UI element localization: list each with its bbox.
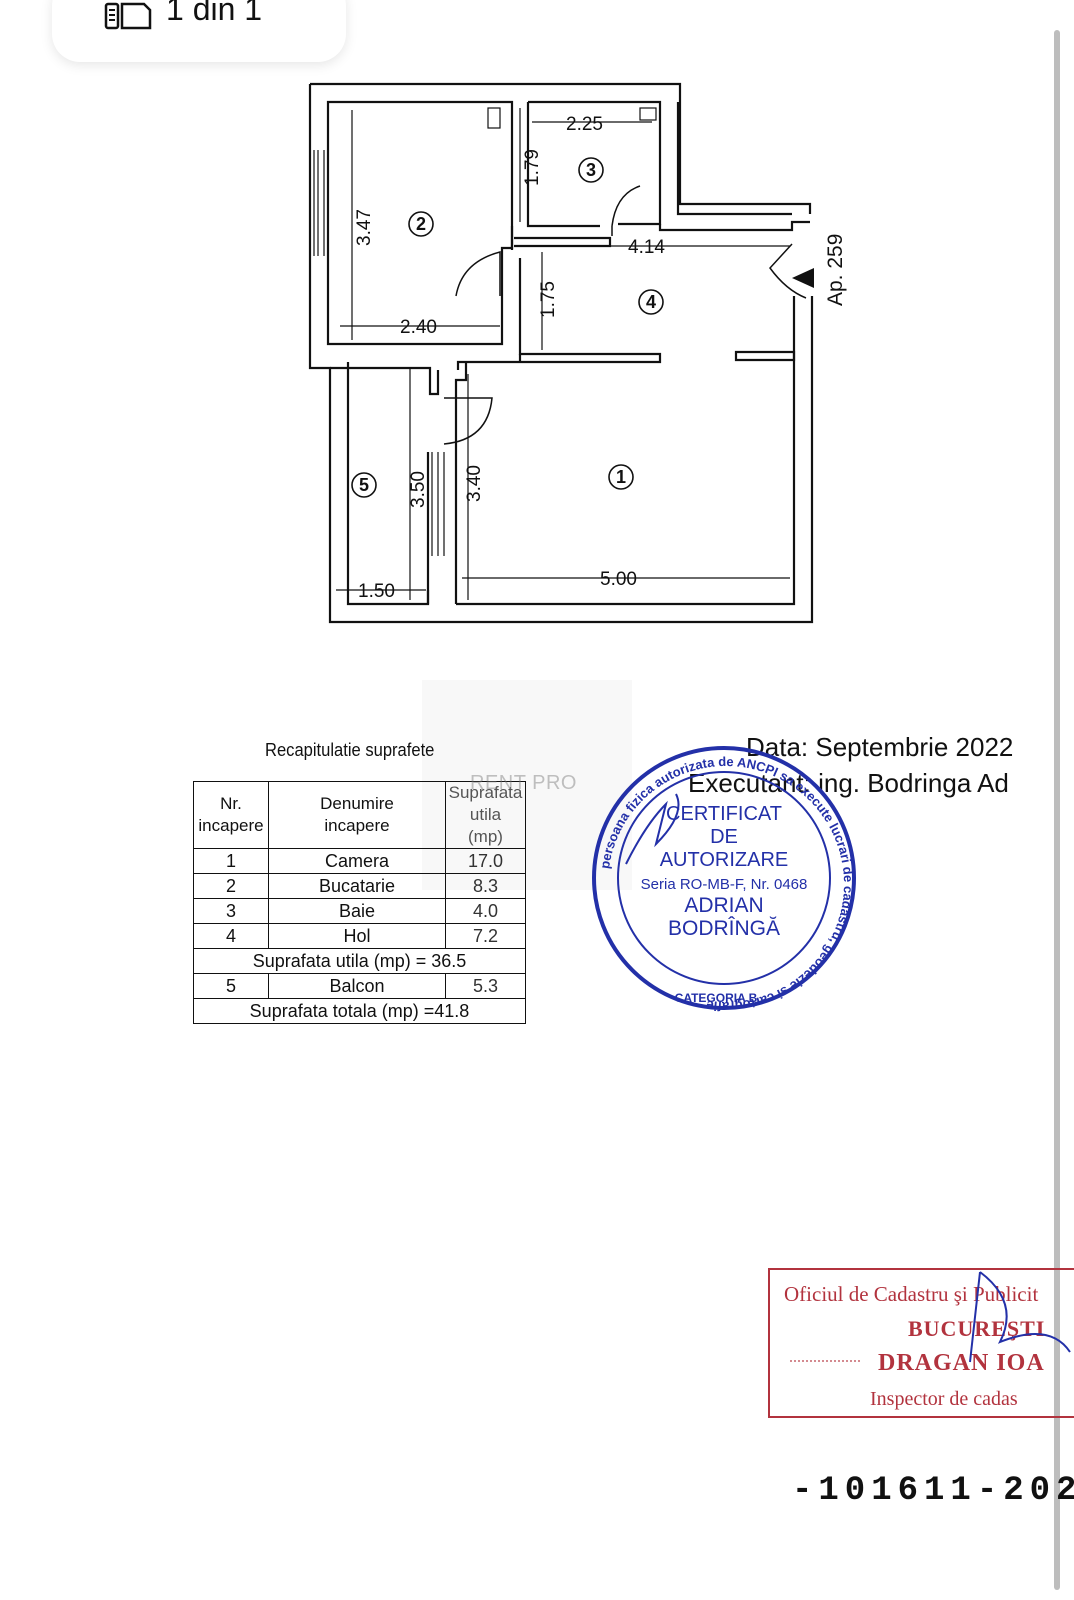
- header-name: Denumire incapere: [268, 781, 446, 849]
- cadastre-office-stamp: Oficiul de Cadastru şi Publicit BUCUREŞT…: [768, 1268, 1074, 1418]
- dim-3-40: 3.40: [464, 465, 485, 502]
- table-row: 5 Balcon 5.3: [193, 973, 526, 999]
- wall-bath-inner: [528, 100, 662, 226]
- table-row: 4 Hol 7.2: [193, 923, 526, 949]
- document-icon: [104, 2, 152, 30]
- room-number-1: 1: [616, 467, 626, 487]
- window-room: [431, 452, 445, 556]
- table-row: 3 Baie 4.0: [193, 898, 526, 924]
- table-row: 1 Camera 17.0: [193, 848, 526, 874]
- table-total-row: Suprafata totala (mp) =41.8: [193, 998, 526, 1024]
- stamp-line-serie: Seria RO-MB-F, Nr. 0468: [641, 876, 808, 893]
- page-indicator-text: 1 din 1: [166, 0, 263, 27]
- date-line: Data: Septembrie 2022: [746, 732, 1014, 762]
- floor-plan: 2.25 1.79 3.47 4.14 1.75 2.40 3.50 3.40 …: [308, 82, 847, 624]
- table-subtotal-row: Suprafata utila (mp) = 36.5: [193, 948, 526, 974]
- signature-mark: [625, 793, 680, 865]
- dim-5-00: 5.00: [600, 569, 637, 590]
- apartment-label: Ap. 259: [824, 234, 847, 306]
- dim-1-79: 1.79: [522, 149, 543, 186]
- room-number-2: 2: [416, 214, 426, 234]
- stamp-inspector-name: DRAGAN IOA: [878, 1350, 1045, 1376]
- header-nr: Nr. incapere: [193, 781, 269, 849]
- door-kitchen: [455, 251, 501, 297]
- dim-3-47: 3.47: [354, 209, 375, 246]
- dim-1-50: 1.50: [358, 581, 395, 602]
- dim-2-25: 2.25: [566, 114, 603, 135]
- room-number-3: 3: [586, 160, 596, 180]
- dim-3-50: 3.50: [408, 471, 429, 508]
- dim-1-75: 1.75: [538, 281, 559, 318]
- surface-table: Nr. incapere Denumire incapere Suprafata…: [193, 781, 526, 1024]
- stamp-line-autorizare: AUTORIZARE: [660, 849, 789, 871]
- door-entry: [769, 243, 807, 299]
- dim-2-40: 2.40: [400, 317, 437, 338]
- stamp-line-name2: BODRÎNGĂ: [668, 917, 780, 940]
- wall-inner-kitchen: [326, 100, 514, 346]
- table-header-row: Nr. incapere Denumire incapere Suprafata…: [193, 781, 526, 849]
- header-area: Suprafata utila (mp): [445, 781, 526, 849]
- door-bath: [611, 185, 641, 236]
- stamp-line-de: DE: [710, 826, 738, 848]
- stamp-dotted-line: [790, 1360, 860, 1362]
- watermark-text: RENT PRO: [470, 772, 577, 794]
- door-room: [443, 397, 493, 445]
- stamp-inspector-title: Inspector de cadas: [870, 1388, 1018, 1410]
- signature-mark: [969, 1271, 1071, 1363]
- page-indicator[interactable]: 1 din 1: [52, 0, 346, 62]
- window-kitchen: [313, 150, 325, 256]
- dim-4-14: 4.14: [628, 237, 665, 258]
- table-row: 2 Bucatarie 8.3: [193, 873, 526, 899]
- room-number-5: 5: [359, 475, 369, 495]
- entry-arrow: [792, 268, 814, 288]
- wall-outer-top: [310, 82, 812, 214]
- room-number-4: 4: [646, 292, 656, 312]
- authorization-stamp: persoana fizica autorizata de ANCPI sa e…: [592, 746, 856, 1014]
- vertical-scrollbar[interactable]: [1054, 30, 1060, 1590]
- document-serial-number: -101611-202: [792, 1472, 1074, 1510]
- stamp-line-certificat: CERTIFICAT: [666, 803, 782, 825]
- stamp-line-name1: ADRIAN: [684, 894, 763, 917]
- stamp-category: CATEGORIA B: [675, 991, 758, 1005]
- stamp-city-line: BUCUREŞTI: [908, 1316, 1046, 1341]
- table-title: Recapitulatie suprafete: [265, 740, 435, 760]
- wall-outer-left: [308, 84, 814, 624]
